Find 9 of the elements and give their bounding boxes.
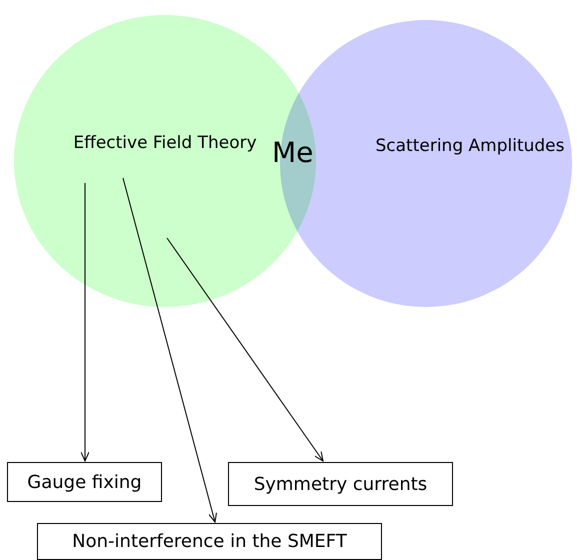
arrow <box>80 182 90 462</box>
arrow <box>166 238 324 462</box>
arrow <box>122 178 218 522</box>
topic-box: Gauge fixing <box>7 462 162 502</box>
topic-box: Non-interference in the SMEFT <box>37 523 382 560</box>
topic-box: Symmetry currents <box>228 462 453 506</box>
overlap-label: Me <box>272 136 314 169</box>
circle-label: Scattering Amplitudes <box>375 136 564 156</box>
circle-label: Effective Field Theory <box>73 133 257 153</box>
